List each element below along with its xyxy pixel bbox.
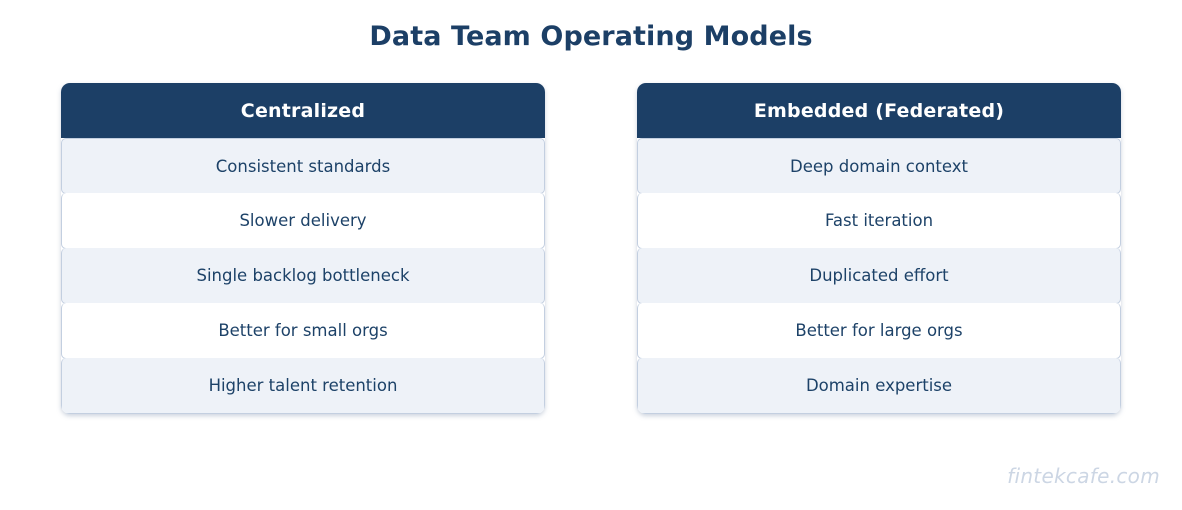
column-rows-embedded: Deep domain context Fast iteration Dupli… bbox=[637, 138, 1121, 414]
table-row: Consistent standards bbox=[61, 138, 545, 194]
column-header-centralized: Centralized bbox=[61, 83, 545, 138]
comparison-card-embedded: Embedded (Federated) Deep domain context… bbox=[637, 83, 1121, 414]
comparison-card-centralized: Centralized Consistent standards Slower … bbox=[61, 83, 545, 414]
column-header-embedded: Embedded (Federated) bbox=[637, 83, 1121, 138]
table-row: Single backlog bottleneck bbox=[61, 248, 545, 304]
table-row: Domain expertise bbox=[637, 358, 1121, 414]
page-title: Data Team Operating Models bbox=[369, 21, 813, 52]
column-rows-centralized: Consistent standards Slower delivery Sin… bbox=[61, 138, 545, 414]
table-row: Deep domain context bbox=[637, 138, 1121, 194]
table-row: Duplicated effort bbox=[637, 248, 1121, 304]
comparison-tables: Centralized Consistent standards Slower … bbox=[61, 83, 1121, 428]
table-row: Higher talent retention bbox=[61, 358, 545, 414]
table-row: Fast iteration bbox=[637, 193, 1121, 249]
table-row: Better for small orgs bbox=[61, 303, 545, 359]
watermark: fintekcafe.com bbox=[1007, 464, 1160, 488]
table-row: Better for large orgs bbox=[637, 303, 1121, 359]
table-row: Slower delivery bbox=[61, 193, 545, 249]
